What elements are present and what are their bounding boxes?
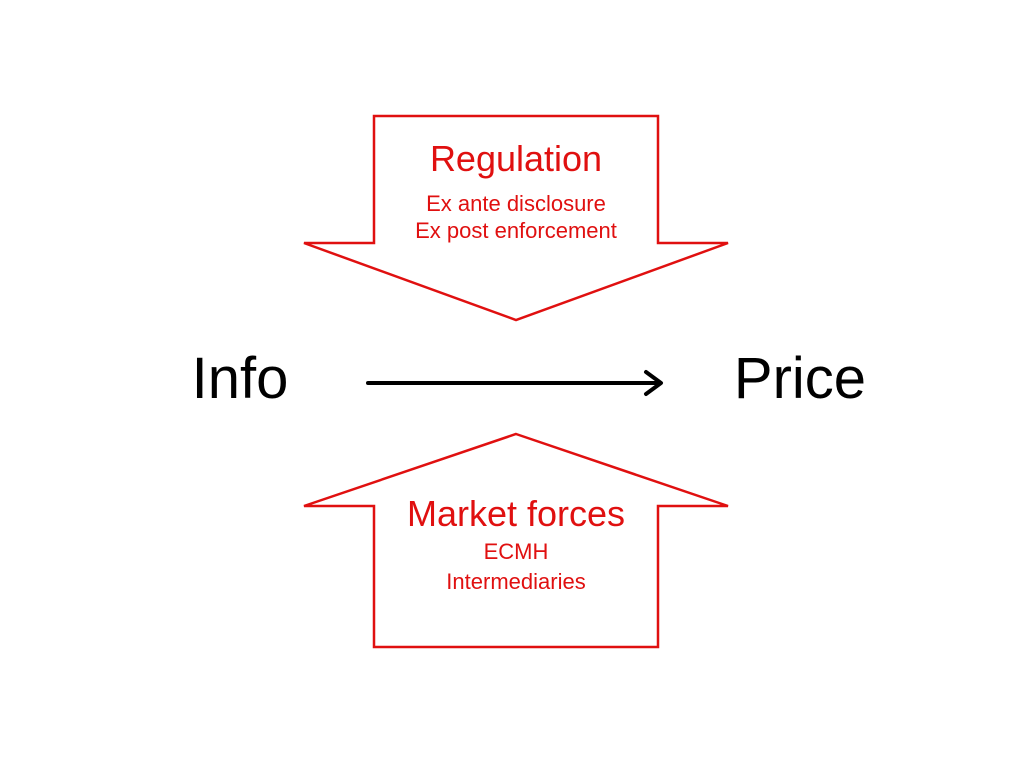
regulation-item-ex-ante-disclosure: Ex ante disclosure [426, 191, 606, 216]
market-forces-up-arrow [303, 432, 729, 649]
info-label: Info [191, 346, 289, 411]
market-forces-item-ecmh: ECMH [483, 539, 549, 564]
market-forces-item-intermediaries: Intermediaries [446, 569, 586, 594]
market-forces-title: Market forces [406, 493, 626, 534]
regulation-item-ex-post-enforcement: Ex post enforcement [415, 218, 617, 243]
price-label: Price [733, 346, 867, 411]
regulation-down-arrow [303, 114, 729, 322]
info-to-price-arrow-head [644, 370, 663, 396]
regulation-title: Regulation [429, 138, 603, 179]
